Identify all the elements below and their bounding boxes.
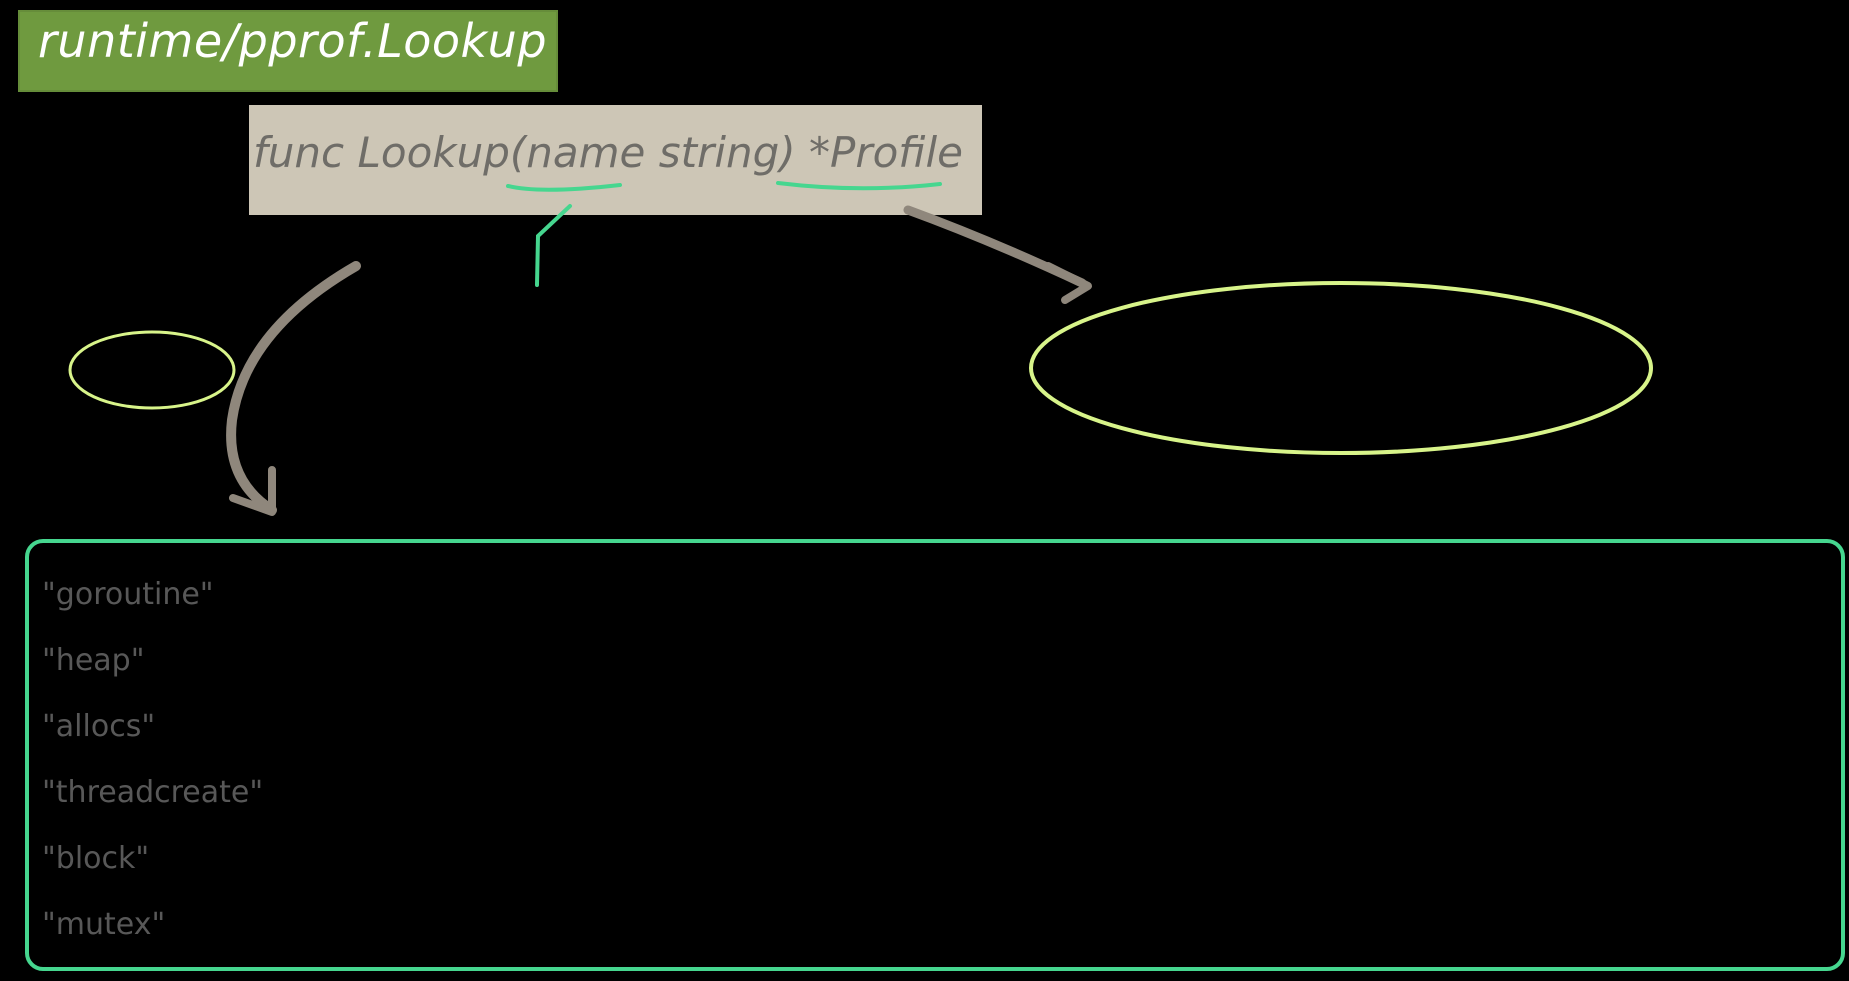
list-item: "heap" <box>42 628 1832 694</box>
list-item: "allocs" <box>42 694 1832 760</box>
param-underline <box>506 183 622 192</box>
signature-panel <box>249 105 982 215</box>
page-title: runtime/pprof.Lookup <box>38 14 548 68</box>
function-signature: func Lookup(name string) *Profile <box>253 128 963 177</box>
title-banner <box>18 10 558 92</box>
profile-name: "goroutine" <box>42 577 214 612</box>
return-oval <box>1029 281 1653 455</box>
profile-name: "threadcreate" <box>42 775 264 810</box>
list-item: "threadcreate" <box>42 760 1832 826</box>
profile-name: "mutex" <box>42 907 166 942</box>
list-arrow-head <box>229 466 276 516</box>
return-arrow-head <box>1044 262 1092 304</box>
signature-return-type: *Profile <box>809 128 963 177</box>
list-arrow <box>226 261 361 515</box>
profile-name: "heap" <box>42 643 145 678</box>
profile-list-frame <box>25 539 1845 971</box>
param-pointer <box>535 204 572 287</box>
signature-prefix: func Lookup( <box>253 128 527 177</box>
return-underline <box>776 181 942 191</box>
profile-list: "goroutine" "heap" "allocs" "threadcreat… <box>42 562 1832 958</box>
small-oval <box>68 330 236 410</box>
signature-param: name <box>526 128 646 177</box>
profile-name: "allocs" <box>42 709 156 744</box>
signature-middle: string) <box>645 128 810 177</box>
profile-name: "block" <box>42 841 150 876</box>
list-item: "block" <box>42 826 1832 892</box>
list-item: "mutex" <box>42 892 1832 958</box>
list-item: "goroutine" <box>42 562 1832 628</box>
